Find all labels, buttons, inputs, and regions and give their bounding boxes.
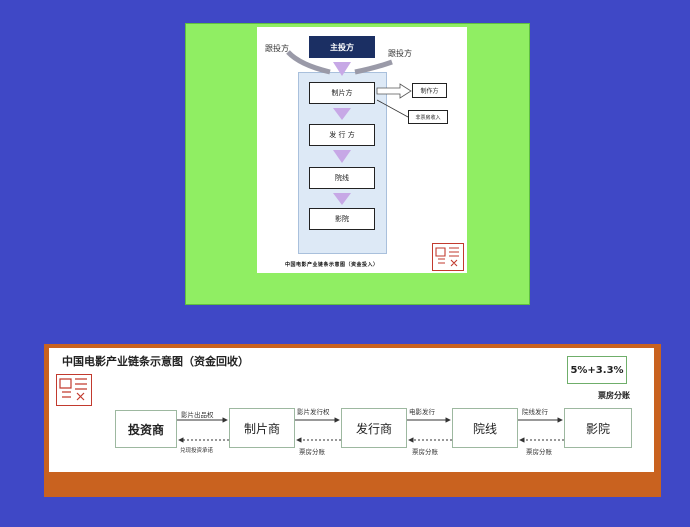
forward-label-3: 电影发行 [409, 408, 435, 416]
top-caption: 中国电影产业链条示意图（资金投入） [285, 262, 379, 268]
node-investor: 投资商 [115, 410, 177, 448]
forward-label-2: 影片发行权 [297, 408, 330, 416]
right-curved-arrow [354, 59, 393, 75]
cinema-box: 影院 [309, 208, 375, 230]
down-chevron-3 [333, 150, 351, 163]
boxoffice-share-top-label: 票房分账 [598, 391, 630, 400]
follow-investor-left-label: 跟投方 [265, 44, 289, 53]
producer-box: 制片方 [309, 82, 375, 104]
ratio-box: 5%+3.3% [567, 356, 627, 384]
top-seal-stamp [432, 243, 464, 271]
distributor-box: 发 行 方 [309, 124, 375, 146]
down-chevron-4 [333, 193, 351, 205]
down-chevron-1 [333, 62, 351, 76]
bottom-title: 中国电影产业链条示意图（资金回收） [62, 355, 249, 368]
down-chevron-2 [333, 108, 351, 120]
node-producer: 制片商 [229, 408, 295, 448]
non-boxoffice-income-box: 非票房收入 [408, 110, 448, 124]
producer-right-arrow [376, 83, 412, 99]
side-note-connector [376, 99, 409, 118]
back-label-3: 票房分账 [412, 448, 438, 456]
node-cinema: 影院 [564, 408, 632, 448]
back-label-4: 票房分账 [526, 448, 552, 456]
main-investor-box: 主投方 [309, 36, 375, 58]
theater-chain-box: 院线 [309, 167, 375, 189]
follow-investor-right-label: 跟投方 [388, 49, 412, 58]
left-curved-arrow [286, 50, 331, 75]
node-theater-chain: 院线 [452, 408, 518, 448]
forward-label-4: 院线发行 [522, 408, 548, 416]
production-side-box: 制作方 [412, 83, 447, 98]
back-label-2: 票房分账 [299, 448, 325, 456]
back-label-1: 兑现投资承诺 [180, 448, 214, 454]
bottom-seal-stamp [56, 374, 92, 406]
node-distributor: 发行商 [341, 408, 407, 448]
forward-label-1: 影片出品权 [181, 411, 214, 419]
